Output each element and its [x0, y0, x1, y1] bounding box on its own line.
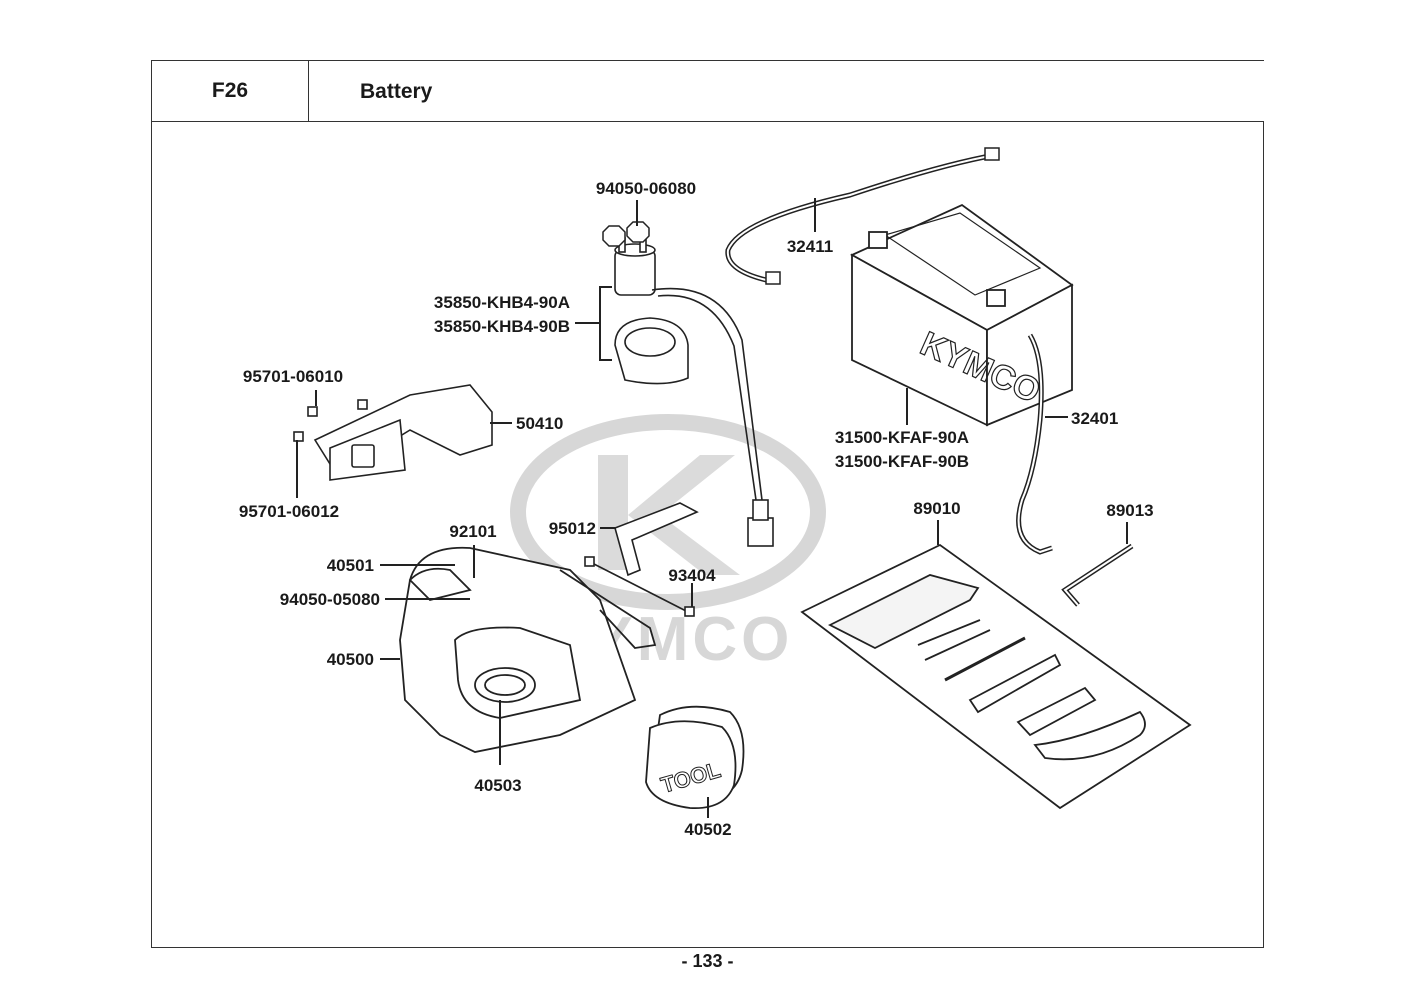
callout-89013: 89013: [1106, 501, 1153, 520]
callout-94050-06080: 94050-06080: [596, 179, 696, 198]
callout-95012: 95012: [549, 519, 596, 538]
callout-32411: 32411: [787, 237, 833, 256]
callout-40503: 40503: [474, 776, 521, 795]
hex-key-89013: [1061, 543, 1134, 607]
callout-94050-05080: 94050-05080: [280, 590, 380, 609]
callout-35850-khb4-90b: 35850-KHB4-90B: [434, 317, 570, 336]
battery: KYMCO: [850, 203, 1074, 427]
callout-40502: 40502: [684, 820, 731, 839]
page-number: - 133 -: [681, 951, 734, 971]
callout-89010: 89010: [913, 499, 960, 518]
callout-35850-khb4-90a: 35850-KHB4-90A: [434, 293, 570, 312]
tool-cover-40502: TOOL: [645, 705, 745, 809]
callout-40501: 40501: [327, 556, 374, 575]
battery-strap-95012: [614, 502, 699, 577]
relay-bracket-50410: [293, 384, 493, 481]
callout-40500: 40500: [327, 650, 374, 669]
callout-95701-06012: 95701-06012: [239, 502, 339, 521]
callout-31500-kfaf-90b: 31500-KFAF-90B: [835, 452, 969, 471]
section-title: Battery: [308, 60, 1264, 122]
callout-93404: 93404: [668, 566, 716, 585]
callout-50410: 50410: [516, 414, 563, 433]
callout-92101: 92101: [449, 522, 496, 541]
callout-31500-kfaf-90a: 31500-KFAF-90A: [835, 428, 969, 447]
starter-relay: [614, 237, 763, 501]
relay-connector: [747, 499, 774, 547]
diagram-frame: [151, 121, 1264, 948]
relay-nuts: [602, 221, 650, 247]
tool-kit-89010: [800, 543, 1192, 810]
callout-32401: 32401: [1071, 409, 1118, 428]
bolt-93404: [584, 556, 695, 617]
leader-lines: [296, 198, 1128, 818]
callout-95701-06010: 95701-06010: [243, 367, 343, 386]
battery-box-40500: [399, 546, 657, 753]
relay-rubber-boot: [614, 317, 689, 385]
